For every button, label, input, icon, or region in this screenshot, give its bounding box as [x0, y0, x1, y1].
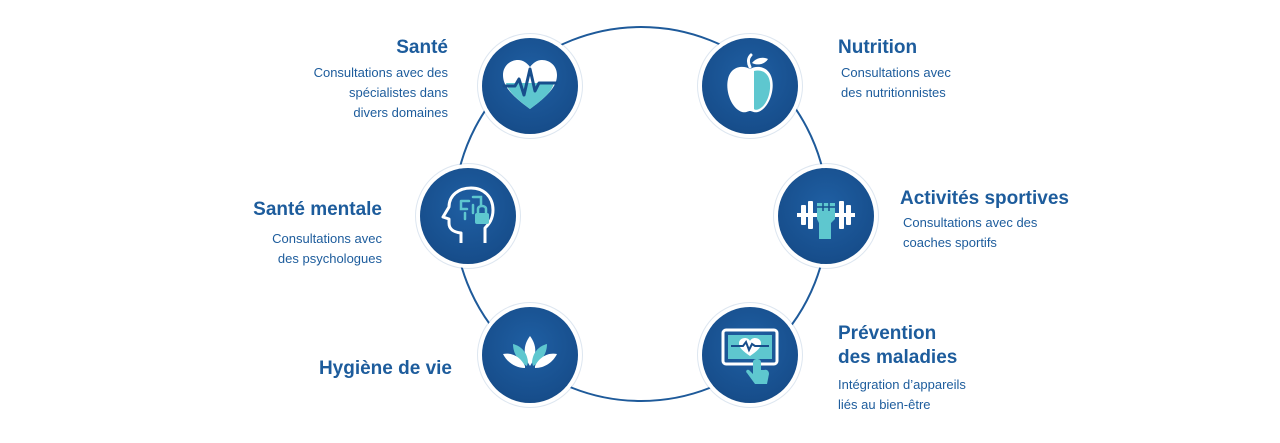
prevention-description: Intégration d’appareils liés au bien-êtr… [838, 375, 966, 415]
sante-mentale-node [420, 168, 516, 264]
sante-node [482, 38, 578, 134]
sante-mentale-desc-line: des psychologues [277, 251, 382, 266]
sante-description: Consultations avec des spécialistes dans… [314, 63, 448, 123]
sante-desc-line: spécialistes dans [349, 85, 448, 100]
prevention-title-line: Prévention [838, 323, 937, 344]
sante-mentale-title: Santé mentale [253, 199, 382, 220]
activites-sportives-node [778, 168, 874, 264]
hygiene-de-vie-title: Hygiène de vie [318, 358, 452, 379]
hygiene-de-vie-node [482, 307, 578, 403]
sante-desc-line: Consultations avec des [313, 65, 448, 80]
prevention-node [702, 307, 798, 403]
prevention-desc-line: Intégration d’appareils [838, 377, 966, 392]
prevention-title-line: des maladies [838, 347, 958, 368]
sante-desc-line: divers domaines [353, 105, 448, 120]
nutrition-desc-line: Consultations avec [841, 65, 951, 80]
activites-sportives-desc-line: coaches sportifs [903, 235, 997, 250]
lotus-icon [503, 336, 557, 368]
monitor-heart-touch-icon [721, 328, 779, 384]
prevention-title: Prévention des maladies [838, 322, 957, 370]
apple-icon [727, 53, 773, 113]
nutrition-node [702, 38, 798, 134]
nutrition-title: Nutrition [838, 37, 918, 58]
sante-mentale-desc-line: Consultations avec [272, 231, 382, 246]
activites-sportives-desc-line: Consultations avec des [903, 215, 1038, 230]
prevention-desc-line: liés au bien-être [838, 397, 931, 412]
nutrition-description: Consultations avec des nutritionnistes [841, 63, 951, 103]
head-brain-lock-icon [441, 186, 495, 243]
heart-pulse-icon [502, 60, 558, 109]
sante-title: Santé [396, 37, 448, 58]
sante-mentale-description: Consultations avec des psychologues [272, 229, 382, 269]
dumbbell-fist-icon [797, 201, 855, 239]
nutrition-desc-line: des nutritionnistes [841, 85, 946, 100]
activites-sportives-description: Consultations avec des coaches sportifs [903, 213, 1037, 253]
activites-sportives-title: Activités sportives [900, 188, 1069, 209]
